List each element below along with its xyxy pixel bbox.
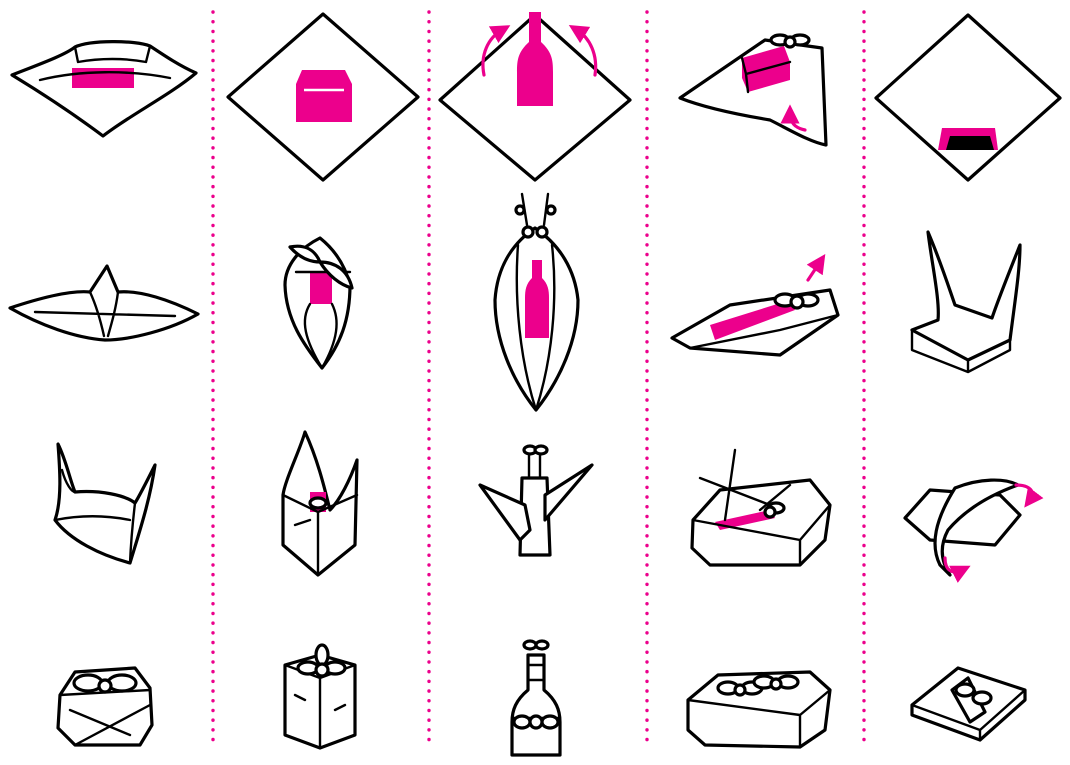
step-1-diamond-cloth-box [228, 14, 418, 180]
step-2-box-wrapped-sides-up [912, 232, 1020, 372]
step-2-ends-tied-knot [672, 262, 838, 355]
step-1-box-rolled-diagonal [680, 35, 826, 145]
step-4-finished-wrapped-bottle [512, 641, 560, 755]
column-bottle-wrap [440, 12, 630, 755]
step-1-bottle-on-diamond [440, 12, 630, 180]
column-long-box-double-knot-wrap [672, 35, 838, 747]
step-4-finished-flower-knot [285, 645, 355, 748]
column-flat-box-twist-wrap [876, 15, 1060, 740]
step-3-sides-raised [283, 432, 357, 575]
column-flat-box-wrap [10, 42, 198, 745]
step-3-corners-crossed [692, 450, 830, 565]
column-tall-box-wrap [228, 14, 418, 748]
step-1-cloth-spread-box-center [12, 42, 196, 136]
step-4-finished-twist-knot [912, 668, 1025, 740]
step-4-finished-knot-box [58, 668, 152, 745]
step-4-finished-double-knot [688, 672, 830, 747]
step-3-bottle-wrap-ends-out [480, 446, 592, 555]
step-2-bottle-corners-knotted [495, 194, 578, 410]
step-2-corner-knot [285, 238, 352, 368]
step-1-diamond-box-corner [876, 15, 1060, 180]
step-3-box-wrapped-ends-up [55, 444, 155, 563]
step-2-corners-folded-peak [10, 266, 198, 340]
step-3-ends-twisted [905, 480, 1032, 575]
